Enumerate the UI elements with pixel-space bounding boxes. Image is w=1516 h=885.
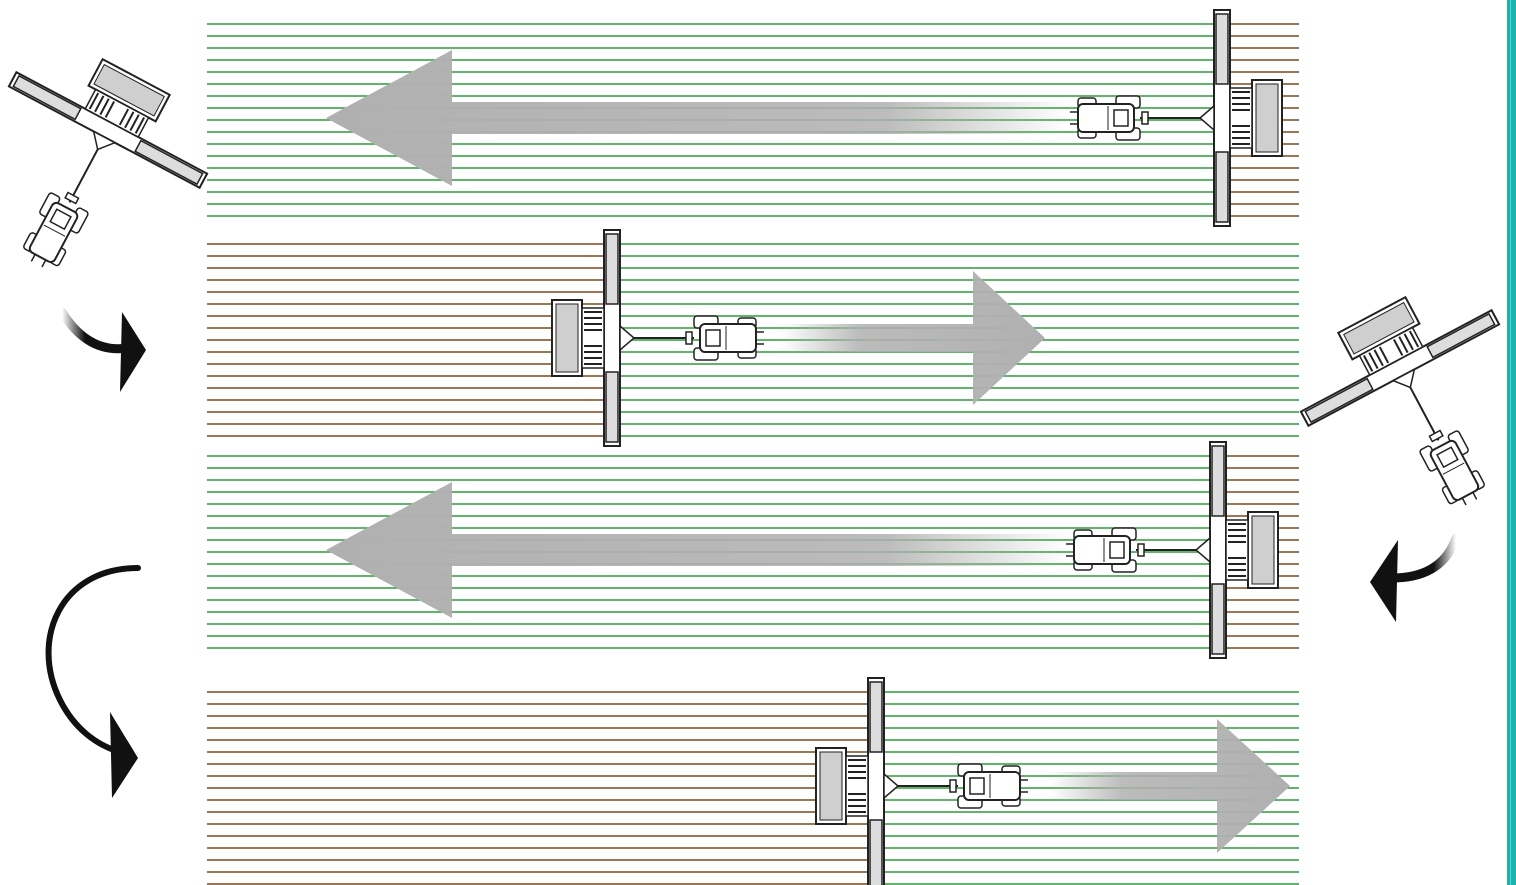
row-band-1	[207, 23, 1299, 217]
curved-arrow-icon	[1370, 533, 1461, 622]
tractor-with-disc-mower-icon	[1275, 263, 1507, 514]
tractor-with-disc-mower-icon	[1, 25, 233, 276]
curved-arrow-icon	[45, 565, 141, 798]
machines	[1, 9, 1507, 885]
arrow-left-icon	[326, 50, 1070, 186]
tractor-with-disc-mower-icon	[1065, 441, 1279, 659]
tractor-with-disc-mower-icon	[551, 229, 765, 447]
accent-bar	[1507, 0, 1516, 885]
curved-arrow-icon	[57, 307, 146, 392]
arrow-left-icon	[326, 482, 1070, 618]
arrow-right-icon	[1050, 719, 1290, 853]
direction-arrows	[326, 50, 1290, 853]
arrow-right-icon	[780, 271, 1045, 405]
tractor-with-disc-mower-icon	[1069, 9, 1283, 227]
turn-arrows	[45, 307, 1461, 798]
crop-rows	[207, 23, 1299, 885]
tractor-with-disc-mower-icon	[815, 677, 1029, 885]
